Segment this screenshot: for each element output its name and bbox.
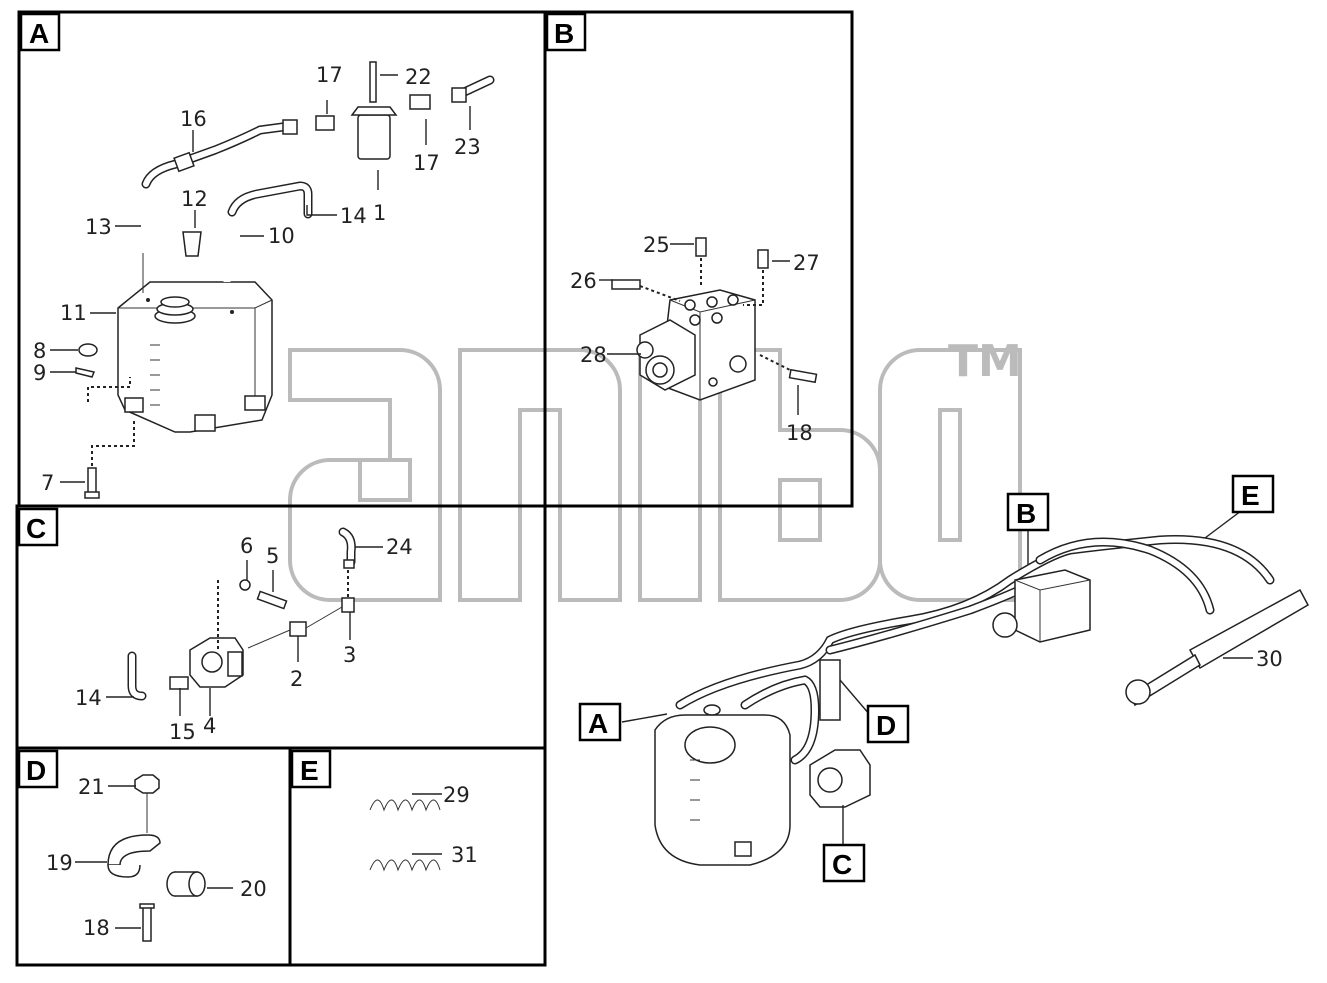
overview-callout-d: D xyxy=(866,704,910,744)
part-label-14-a: 14 xyxy=(340,204,367,228)
svg-text:B: B xyxy=(1016,498,1036,529)
part-label-24: 24 xyxy=(386,535,413,559)
part-label-3: 3 xyxy=(343,643,356,667)
section-d-labels: 21 19 20 18 xyxy=(46,775,267,940)
part-label-12: 12 xyxy=(181,187,208,211)
section-d-drawing xyxy=(107,774,206,942)
part-label-19: 19 xyxy=(46,851,73,875)
part-label-4: 4 xyxy=(203,714,216,738)
part-label-29: 29 xyxy=(443,783,470,807)
part-label-25: 25 xyxy=(643,233,670,257)
section-frames xyxy=(15,10,854,967)
section-b-labels: 25 27 26 28 18 xyxy=(570,233,820,445)
section-tag-a: A xyxy=(19,12,61,52)
part-label-11: 11 xyxy=(60,301,87,325)
part-label-17-right: 17 xyxy=(413,151,440,175)
overview-callout-b: B xyxy=(1006,492,1050,532)
section-a-labels: 1 17 22 17 23 16 12 13 10 14 11 8 9 7 xyxy=(33,63,481,495)
part-label-23: 23 xyxy=(454,135,481,159)
part-label-5: 5 xyxy=(266,544,279,568)
oil-tank xyxy=(117,281,273,433)
svg-text:D: D xyxy=(876,710,896,741)
svg-text:B: B xyxy=(554,18,574,49)
section-e-labels: 29 31 xyxy=(412,783,478,867)
overview-callouts: A B E D C 30 xyxy=(578,474,1283,883)
svg-text:A: A xyxy=(588,708,608,739)
part-label-15: 15 xyxy=(169,720,196,744)
overview-callout-c: C xyxy=(822,843,866,883)
watermark: TM xyxy=(288,336,1022,602)
part-label-18-d: 18 xyxy=(83,916,110,940)
section-tag-d: D xyxy=(17,749,59,789)
trademark-mark: TM xyxy=(948,336,1022,387)
overview-callout-a: A xyxy=(578,702,622,742)
part-label-17-left: 17 xyxy=(316,63,343,87)
section-tag-e: E xyxy=(290,749,332,789)
part-label-20: 20 xyxy=(240,877,267,901)
svg-text:E: E xyxy=(1241,480,1260,511)
section-c-labels: 6 5 24 3 2 14 15 4 xyxy=(75,534,413,744)
part-label-6: 6 xyxy=(240,534,253,558)
part-label-22: 22 xyxy=(405,65,432,89)
svg-text:C: C xyxy=(832,849,852,880)
section-tag-b: B xyxy=(545,12,587,52)
part-label-30: 30 xyxy=(1256,647,1283,671)
part-label-7: 7 xyxy=(41,471,54,495)
part-label-1: 1 xyxy=(373,201,386,225)
svg-text:D: D xyxy=(26,755,46,786)
section-c-drawing xyxy=(127,527,356,701)
overview-callout-e: E xyxy=(1231,474,1275,514)
svg-text:C: C xyxy=(26,513,46,544)
section-b-drawing xyxy=(611,237,818,401)
part-label-26: 26 xyxy=(570,269,597,293)
part-label-28: 28 xyxy=(580,343,607,367)
part-label-31: 31 xyxy=(451,843,478,867)
part-label-14-c: 14 xyxy=(75,686,102,710)
part-label-18-b: 18 xyxy=(786,421,813,445)
section-e-drawing xyxy=(369,799,441,872)
part-label-2: 2 xyxy=(290,667,303,691)
part-label-9: 9 xyxy=(33,361,46,385)
section-tag-c: C xyxy=(17,507,59,547)
part-label-10: 10 xyxy=(268,224,295,248)
part-label-16: 16 xyxy=(180,107,207,131)
svg-text:E: E xyxy=(300,755,319,786)
section-a-drawing xyxy=(75,61,495,499)
part-label-8: 8 xyxy=(33,339,46,363)
part-label-13: 13 xyxy=(85,215,112,239)
svg-text:A: A xyxy=(29,18,49,49)
part-label-21: 21 xyxy=(78,775,105,799)
part-label-27: 27 xyxy=(793,251,820,275)
overview-assembly xyxy=(654,535,1310,866)
